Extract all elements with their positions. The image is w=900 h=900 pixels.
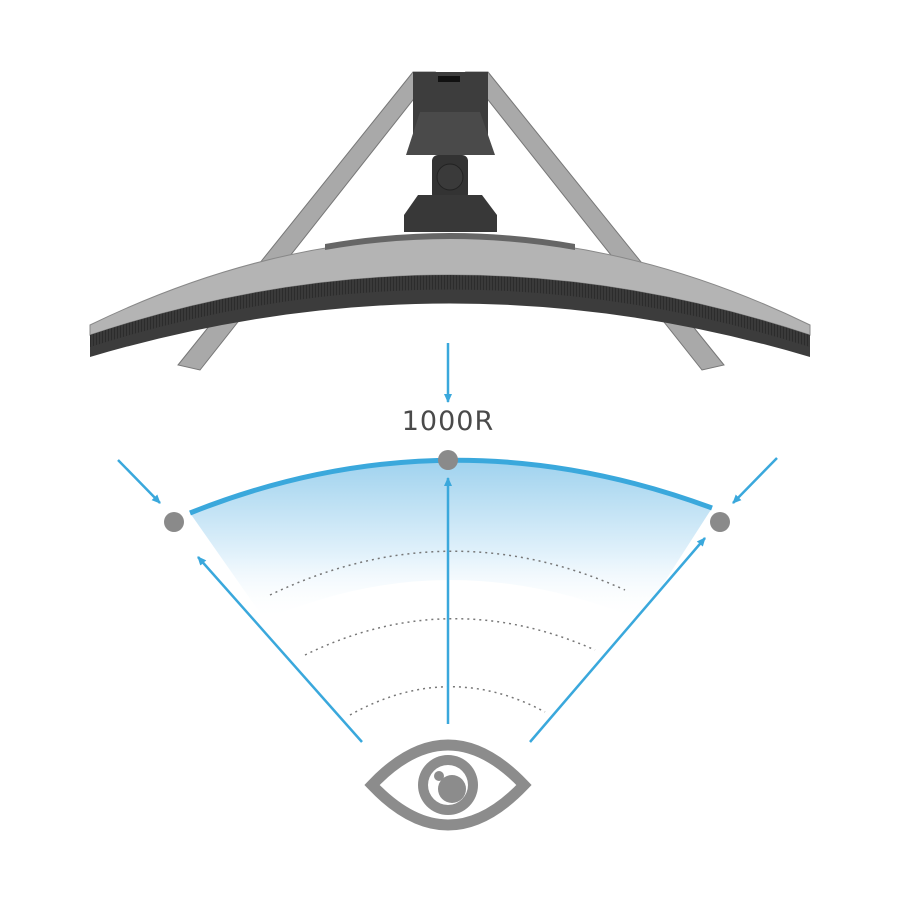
arrow-right-edge bbox=[732, 457, 778, 504]
curvature-label: 1000R bbox=[401, 406, 495, 437]
hinge-knob bbox=[436, 163, 464, 191]
marker-right bbox=[710, 512, 730, 532]
monitor-grille bbox=[90, 275, 810, 355]
sightline-right bbox=[529, 537, 706, 743]
eye-icon bbox=[364, 739, 532, 831]
sightline-left bbox=[197, 556, 363, 743]
marker-left bbox=[164, 512, 184, 532]
arrow-left-edge bbox=[117, 459, 161, 504]
viewing-area bbox=[190, 460, 712, 620]
curved-monitor-illustration bbox=[89, 71, 811, 371]
stand-neck-face bbox=[406, 112, 495, 155]
marker-center bbox=[438, 450, 458, 470]
